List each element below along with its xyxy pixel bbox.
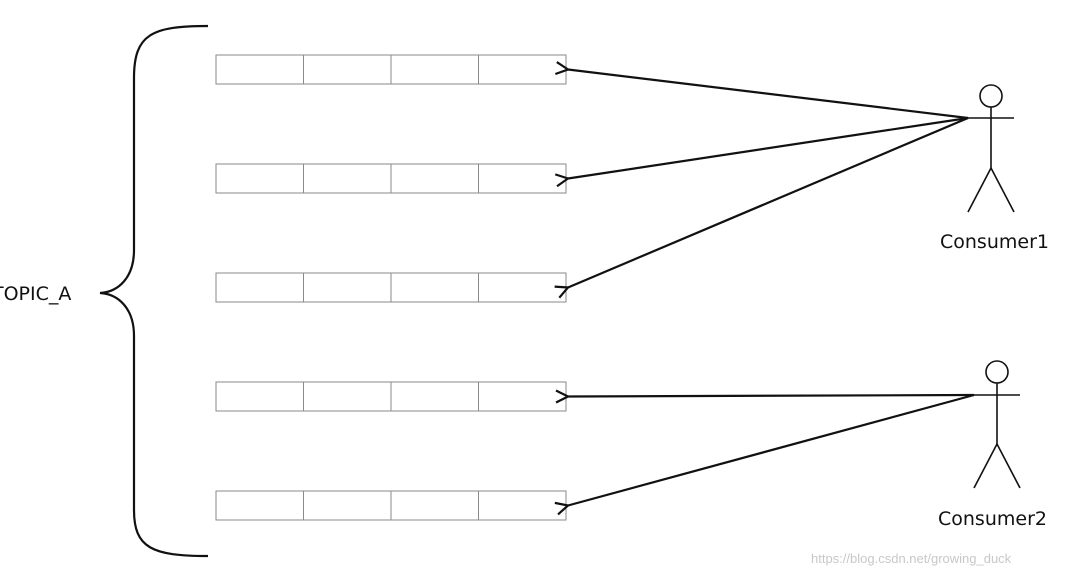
- consumer1-arrow: [568, 116, 969, 179]
- partition-cell: [390, 381, 479, 412]
- topic-label: TOPIC_A: [0, 283, 71, 305]
- partition-4: [215, 381, 567, 412]
- partition-cell: [303, 54, 392, 85]
- partition-cell: [215, 163, 304, 194]
- partition-2: [215, 163, 567, 194]
- partition-cell: [478, 490, 567, 521]
- topic-brace: [99, 24, 209, 558]
- consumer2-actor-icon: [973, 360, 1021, 489]
- partition-cell: [390, 163, 479, 194]
- partition-group: [215, 54, 567, 521]
- partition-cell: [478, 54, 567, 85]
- partition-cell: [215, 381, 304, 412]
- partition-1: [215, 54, 567, 85]
- arrow-group: [568, 70, 975, 506]
- partition-cell: [215, 272, 304, 303]
- partition-3: [215, 272, 567, 303]
- consumer1-actor-icon: [967, 84, 1015, 213]
- partition-cell: [390, 490, 479, 521]
- partition-cell: [303, 490, 392, 521]
- watermark-text: https://blog.csdn.net/growing_duck: [811, 551, 1012, 566]
- partition-cell: [478, 163, 567, 194]
- partition-cell: [390, 54, 479, 85]
- consumer2-arrow: [568, 393, 975, 506]
- partition-cell: [215, 490, 304, 521]
- partition-cell: [215, 54, 304, 85]
- partition-cell: [303, 272, 392, 303]
- partition-cell: [478, 381, 567, 412]
- partition-cell: [478, 272, 567, 303]
- partition-cell: [303, 381, 392, 412]
- consumer2-arrow: [568, 395, 975, 397]
- consumer2-label: Consumer2: [938, 508, 1047, 530]
- consumer1-label: Consumer1: [940, 231, 1049, 253]
- partition-cell: [303, 163, 392, 194]
- partition-cell: [390, 272, 479, 303]
- consumer1-arrow: [568, 70, 969, 120]
- partition-5: [215, 490, 567, 521]
- consumer1-arrow: [568, 116, 969, 288]
